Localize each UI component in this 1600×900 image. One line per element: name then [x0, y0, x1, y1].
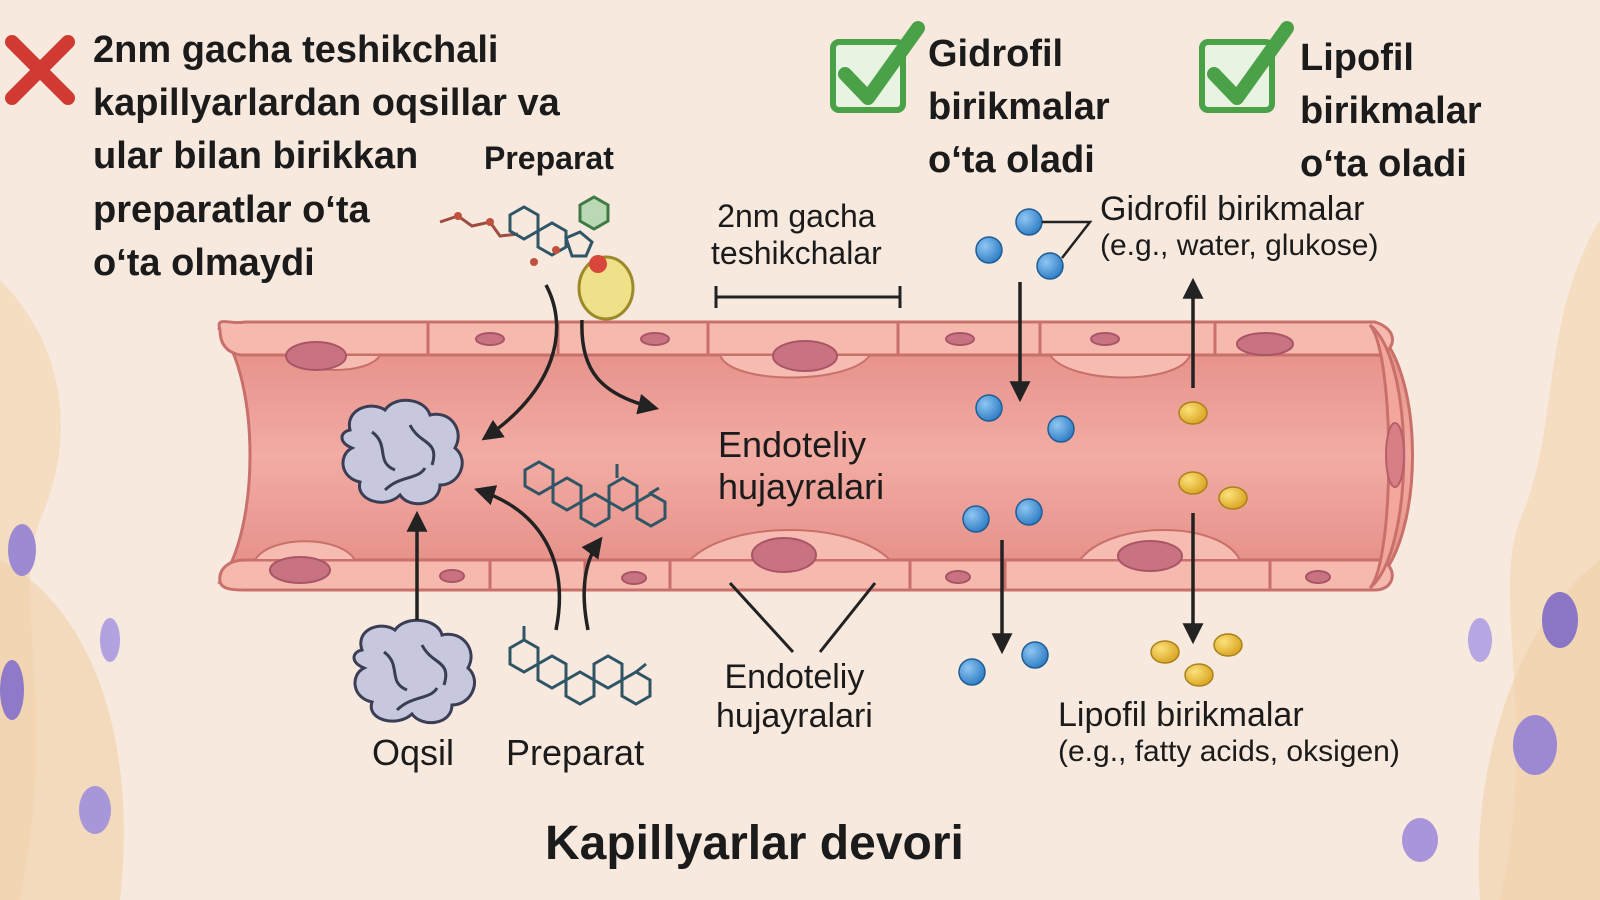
hydrophilic-legend-line: (e.g., water, glukose): [1100, 229, 1379, 263]
pore-size-label: 2nm gacha teshikchalar: [711, 198, 882, 272]
protein-binding-blob: [577, 255, 635, 321]
tissue-cell: [1468, 618, 1492, 662]
hydrophilic-note-line: Gidrofil: [928, 33, 1064, 75]
blocked-note-line: ular bilan birikkan: [93, 135, 419, 178]
lipophilic-note: Lipofil birikmalar o‘ta oladi: [1300, 32, 1482, 192]
endothelial-nucleus: [285, 341, 347, 371]
lipophilic-particles: [1150, 401, 1248, 687]
endothelial-nucleus: [475, 332, 505, 346]
endothelium-bottom-line: hujayralari: [716, 697, 873, 736]
transport-arrows-blocked: [406, 284, 660, 631]
lipophilic-legend: Lipofil birikmalar (e.g., fatty acids, o…: [1058, 696, 1400, 770]
blocked-note: 2nm gacha teshikchali kapillyarlardan oq…: [93, 24, 560, 290]
hydrophilic-note-line: birikmalar: [928, 86, 1110, 129]
hydrophilic-particles: [958, 208, 1075, 686]
blocked-note-line: preparatlar o‘ta: [93, 188, 370, 231]
endothelial-nucleus: [640, 332, 670, 346]
pore-size-line: 2nm gacha: [717, 198, 876, 234]
vessel-lower-wall: [218, 558, 1394, 592]
vessel-end-opening: [1385, 422, 1405, 488]
protein-molecule: [340, 398, 464, 506]
endothelium-inner-label: Endoteliy hujayralari: [718, 424, 884, 508]
endothelial-nucleus: [772, 340, 838, 372]
preparat-top-label: Preparat: [484, 140, 614, 176]
tissue-cell: [100, 618, 120, 662]
tissue-cell: [1513, 715, 1557, 775]
blocked-note-line: 2nm gacha teshikchali: [93, 29, 499, 71]
endothelium-bottom-line: Endoteliy: [724, 658, 865, 696]
endothelial-nucleus: [621, 571, 647, 585]
lipophilic-note-line: o‘ta oladi: [1300, 143, 1467, 186]
hydrophilic-legend: Gidrofil birikmalar (e.g., water, glukos…: [1100, 190, 1378, 264]
tissue-cell: [79, 786, 111, 834]
endothelial-nucleus: [269, 556, 331, 584]
endothelial-nucleus: [945, 332, 975, 346]
endothelial-nucleus: [1117, 540, 1183, 572]
protein-molecule: [352, 618, 477, 725]
hydrophilic-note: Gidrofil birikmalar o‘ta oladi: [928, 28, 1110, 188]
endothelial-nucleus: [751, 537, 817, 573]
lipophilic-legend-line: Lipofil birikmalar: [1058, 696, 1304, 734]
hydrophilic-pointer-lines: [1042, 220, 1093, 259]
endothelial-nucleus: [1090, 332, 1120, 346]
pore-size-bracket: [714, 286, 902, 308]
endothelium-inner-line: hujayralari: [718, 465, 885, 507]
vessel-upper-wall: [217, 320, 1394, 357]
green-check-icon: [1199, 21, 1294, 113]
diagram-title: Kapillyarlar devori: [545, 817, 964, 870]
preparat-bottom-label: Preparat: [506, 732, 645, 773]
endothelial-nucleus: [1305, 570, 1331, 584]
drug-molecule: [523, 460, 667, 528]
lipophilic-note-line: birikmalar: [1300, 90, 1482, 133]
endothelial-nucleus: [1236, 332, 1294, 356]
capillary-vessel: [216, 320, 1414, 592]
transport-arrows-permeable: [991, 277, 1204, 655]
background-tissue: [0, 220, 1600, 900]
lipophilic-legend-line: (e.g., fatty acids, oksigen): [1058, 735, 1400, 769]
tissue-cell: [1542, 592, 1578, 648]
tissue-cell: [8, 524, 36, 576]
lipophilic-note-line: Lipofil: [1300, 37, 1414, 79]
red-x-icon: [5, 35, 75, 105]
endothelium-inner-line: Endoteliy: [718, 424, 867, 465]
tissue-cell: [1402, 818, 1438, 862]
vessel-end-rim: [1368, 323, 1406, 590]
pore-size-line: teshikchalar: [711, 235, 882, 272]
hydrophilic-legend-line: Gidrofil birikmalar: [1100, 190, 1365, 228]
endothelium-bottom-label: Endoteliy hujayralari: [716, 658, 873, 737]
drug-molecule: [508, 626, 652, 706]
endothelial-nucleus: [439, 569, 465, 583]
drug-molecule-preparat: [439, 195, 635, 321]
blocked-note-line: o‘ta olmaydi: [93, 241, 315, 284]
green-check-icon: [830, 21, 925, 113]
tissue-cell: [0, 660, 24, 720]
endothelial-nucleus: [945, 570, 971, 584]
endothelium-pointer-lines: [728, 581, 877, 654]
protein-label: Oqsil: [372, 732, 455, 773]
blocked-note-line: kapillyarlardan oqsillar va: [93, 82, 560, 125]
hydrophilic-note-line: o‘ta oladi: [928, 139, 1095, 182]
